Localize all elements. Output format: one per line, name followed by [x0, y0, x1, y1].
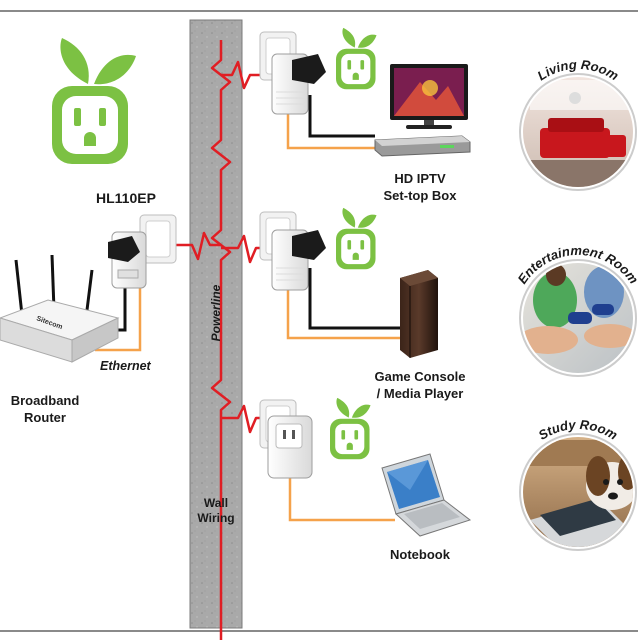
notebook-laptop [381, 453, 472, 537]
room-entertainment: Entertainment Room [515, 243, 640, 377]
ethernet-label: Ethernet [100, 359, 151, 373]
hd-iptv-label: HD IPTV Set-top Box [383, 171, 457, 203]
powerline-label: Powerline [209, 284, 223, 342]
ethernet-cables [95, 110, 405, 522]
powerline-wire [175, 40, 262, 640]
eco-outlet-icon-small-1 [336, 27, 377, 90]
powerline-adapter-3 [259, 399, 313, 479]
wall-wiring-label: Wall Wiring [197, 496, 235, 525]
adapter-model-label: HL110EP [96, 190, 156, 206]
diagram-frame [0, 10, 638, 632]
hd-tv [390, 64, 468, 129]
powerline-adapter-main [108, 214, 177, 289]
power-cords [88, 95, 405, 332]
broadband-router: Sitecom [0, 254, 120, 363]
eco-outlet-icon-small-3 [330, 397, 371, 460]
wall-column [189, 19, 243, 629]
room-living: Living Room [519, 57, 637, 191]
eco-outlet-icon [52, 38, 136, 164]
eco-outlet-icon-small-2 [336, 207, 377, 270]
set-top-box [374, 135, 471, 157]
broadband-router-label: Broadband Router [10, 393, 80, 425]
room-study: Study Room [519, 417, 637, 551]
game-console-label: Game Console / Media Player [374, 369, 466, 401]
powerline-adapter-2 [259, 211, 326, 291]
powerline-adapter-1 [259, 31, 326, 115]
game-console [400, 270, 438, 358]
notebook-label: Notebook [390, 547, 450, 562]
